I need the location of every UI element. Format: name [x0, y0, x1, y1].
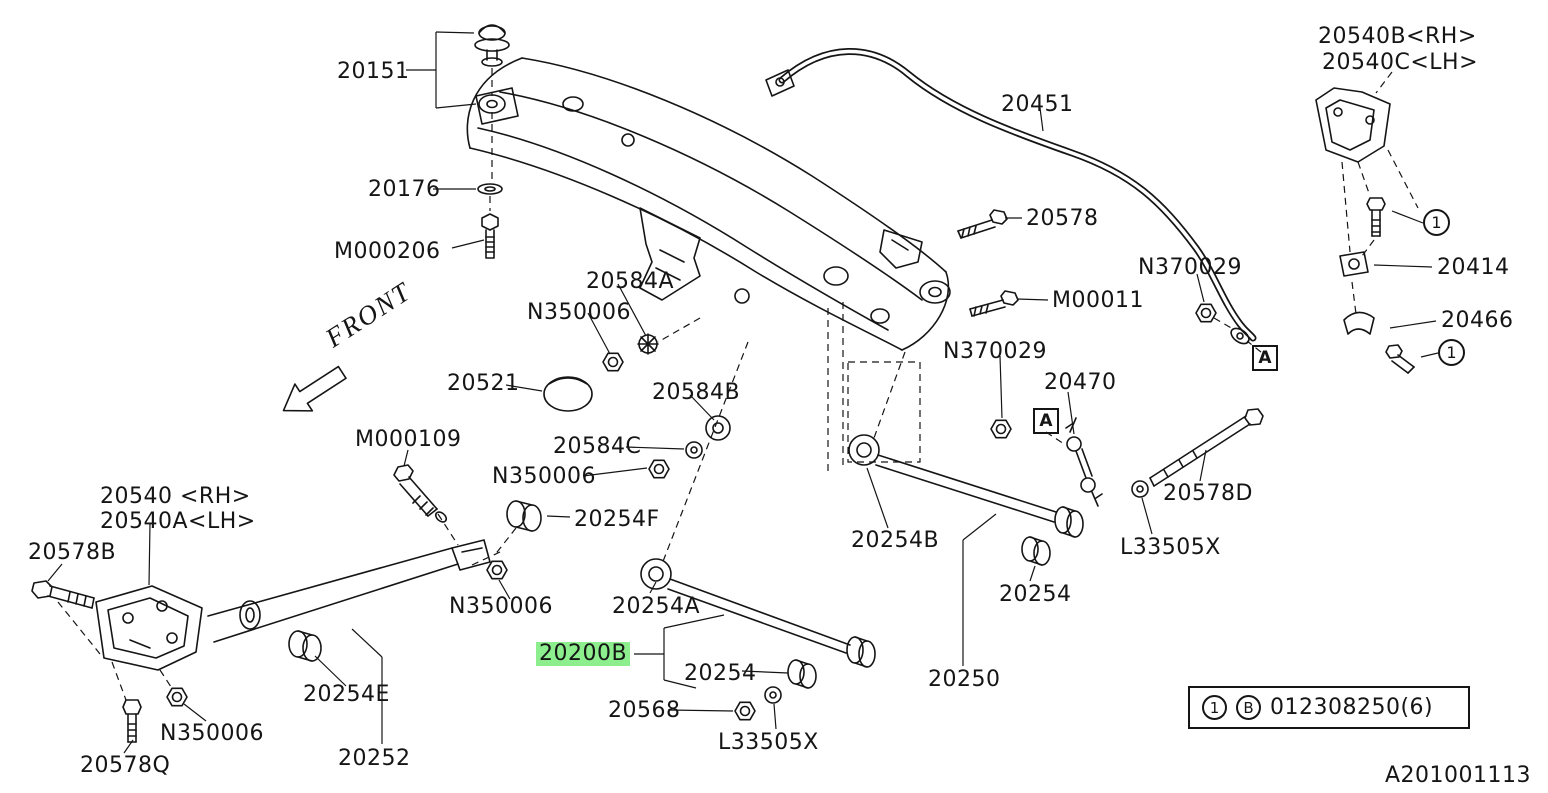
stabilizer-link-20470 [1065, 417, 1103, 507]
bolt-M000206 [481, 213, 499, 259]
part-label-20540-rh[interactable]: 20540 <RH> [100, 484, 251, 509]
part-label-M00011[interactable]: M00011 [1052, 288, 1144, 313]
nut-20568 [734, 701, 756, 721]
nut-N370029-upper [1195, 303, 1217, 323]
part-label-M000206[interactable]: M000206 [334, 239, 441, 264]
part-label-N350006-3[interactable]: N350006 [449, 594, 553, 619]
part-label-20254F[interactable]: 20254F [574, 507, 660, 532]
part-label-20151[interactable]: 20151 [337, 59, 410, 84]
part-label-20578B[interactable]: 20578B [28, 540, 117, 565]
bolt-20578 [957, 209, 1008, 239]
bushing-20254-right [1021, 536, 1051, 566]
nut-N350006-left [166, 687, 188, 707]
washer-20584C [685, 441, 703, 459]
bolt-M000109 [393, 464, 448, 523]
nut-N370029-lower [990, 419, 1012, 439]
plug-20521 [543, 376, 593, 412]
bolt-lower-right [1385, 344, 1415, 374]
part-label-20451[interactable]: 20451 [1001, 92, 1074, 117]
washer-L33505X-right [1131, 480, 1149, 498]
part-label-20250[interactable]: 20250 [928, 667, 1001, 692]
part-label-N350006-4[interactable]: N350006 [160, 721, 264, 746]
part-label-20584B[interactable]: 20584B [652, 380, 741, 405]
part-label-20254A[interactable]: 20254A [612, 594, 701, 619]
part-label-20578D[interactable]: 20578D [1163, 481, 1253, 506]
part-label-20521[interactable]: 20521 [447, 371, 520, 396]
washer-L33505X-left [764, 686, 782, 704]
part-label-20254B[interactable]: 20254B [851, 528, 940, 553]
mount-20151 [474, 24, 510, 114]
trailing-arm-20252 [207, 539, 491, 662]
washer-20176 [477, 183, 503, 195]
bolt-upper-right [1366, 197, 1386, 237]
part-label-N370029-upper[interactable]: N370029 [1138, 255, 1242, 280]
subframe [466, 57, 951, 351]
nut-N350006-mid [648, 459, 670, 479]
part-label-20470[interactable]: 20470 [1044, 370, 1117, 395]
part-label-20584A[interactable]: 20584A [586, 269, 675, 294]
circled-1-callout-lower: 1 [1438, 339, 1465, 366]
part-label-20252[interactable]: 20252 [338, 746, 411, 771]
bracket-20540 [95, 585, 203, 671]
leader-lines [47, 31, 1439, 754]
part-label-20254E[interactable]: 20254E [303, 682, 390, 707]
part-label-L33505X-left[interactable]: L33505X [718, 730, 819, 755]
bushing-20254-left [787, 659, 817, 689]
part-label-20254-left[interactable]: 20254 [684, 661, 757, 686]
document-number: A201001113 [1385, 763, 1532, 788]
part-label-20414[interactable]: 20414 [1437, 255, 1510, 280]
bolt-20578Q [122, 699, 142, 743]
part-label-N350006-1[interactable]: N350006 [527, 300, 631, 325]
bolt-20578B [31, 580, 95, 609]
part-label-N350006-2[interactable]: N350006 [492, 464, 596, 489]
part-label-20466[interactable]: 20466 [1441, 308, 1514, 333]
bushing-20414 [1339, 251, 1369, 277]
part-label-20540A-lh[interactable]: 20540A<LH> [100, 509, 256, 534]
part-label-20578Q[interactable]: 20578Q [80, 753, 171, 778]
part-label-20584C[interactable]: 20584C [553, 434, 642, 459]
legend-circled-1: 1 [1202, 695, 1227, 720]
part-label-L33505X-right[interactable]: L33505X [1120, 535, 1221, 560]
lateral-link-20254B [848, 434, 1084, 538]
circled-1-callout-upper: 1 [1423, 209, 1450, 236]
part-label-20540C-lh[interactable]: 20540C<LH> [1322, 50, 1479, 75]
part-label-M000109[interactable]: M000109 [355, 427, 462, 452]
part-label-20176[interactable]: 20176 [368, 177, 441, 202]
part-label-20254-right[interactable]: 20254 [999, 582, 1072, 607]
part-label-N370029-lower[interactable]: N370029 [943, 339, 1047, 364]
legend-circled-b: B [1236, 695, 1261, 720]
nut-N350006-fork [486, 560, 508, 580]
bolt-M00011 [969, 290, 1019, 317]
front-arrow [282, 365, 347, 412]
legend-part-number: 012308250(6) [1270, 695, 1434, 720]
construction-lines [57, 68, 1419, 701]
washer-20584B [705, 415, 731, 441]
part-label-20568[interactable]: 20568 [608, 698, 681, 723]
boxed-a-callout-right: A [1252, 345, 1278, 371]
washer-stack-20584A [637, 333, 659, 355]
part-label-20540B-rh[interactable]: 20540B<RH> [1318, 24, 1477, 49]
clamp-20466 [1343, 311, 1375, 335]
stabilizer-bar-20451 [765, 48, 1257, 345]
legend-box: 1 B 012308250(6) [1188, 686, 1470, 729]
part-label-20578[interactable]: 20578 [1026, 206, 1099, 231]
bolt-20578D [1149, 408, 1264, 487]
bushing-20254F [506, 500, 542, 532]
part-label-20200B-highlighted[interactable]: 20200B [536, 641, 631, 667]
lateral-link-20200B [640, 558, 876, 668]
nut-N350006-upper [602, 352, 624, 372]
bracket-20540B [1315, 87, 1391, 163]
boxed-a-callout-left: A [1033, 408, 1059, 434]
